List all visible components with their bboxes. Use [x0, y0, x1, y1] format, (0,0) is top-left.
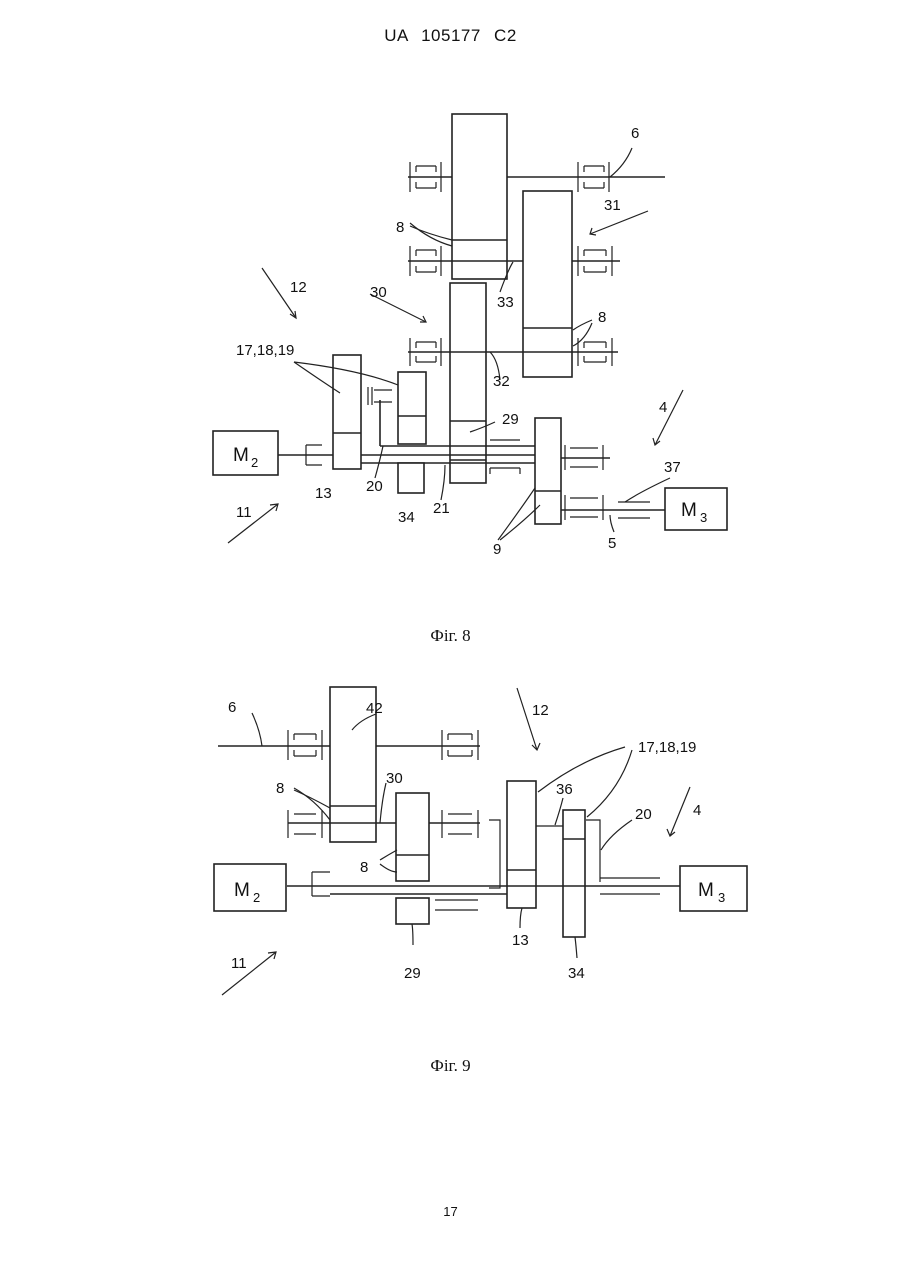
- fig8-label-8b: 8: [598, 309, 606, 326]
- fig8-label-13: 13: [315, 485, 332, 502]
- fig9-label-4: 4: [693, 802, 701, 819]
- svg-text:2: 2: [253, 890, 260, 905]
- fig8-label-30: 30: [370, 284, 387, 301]
- svg-text:M: M: [698, 880, 714, 901]
- fig8-label-29: 29: [502, 411, 519, 428]
- fig9-label-30: 30: [386, 770, 403, 787]
- svg-text:M: M: [234, 880, 250, 901]
- fig8-label-31: 31: [604, 197, 621, 214]
- fig9-label-17-18-19: 17,18,19: [638, 739, 696, 756]
- fig8-label-5: 5: [608, 535, 616, 552]
- figure-9: 6 42 12 17,18,19 30 8 36 20 4 8 11 29 13…: [0, 660, 901, 1040]
- svg-text:3: 3: [718, 890, 725, 905]
- fig8-label-33: 33: [497, 294, 514, 311]
- fig8-label-17-18-19: 17,18,19: [236, 342, 294, 359]
- svg-text:M: M: [681, 500, 697, 521]
- page-number: 17: [0, 1204, 901, 1219]
- fig9-label-42: 42: [366, 700, 383, 717]
- fig9-label-12: 12: [532, 702, 549, 719]
- figure-9-drawing: 6 42 12 17,18,19 30 8 36 20 4 8 11 29 13…: [0, 660, 901, 1040]
- figure-8-caption: Фіг. 8: [0, 626, 901, 646]
- fig9-label-11: 11: [231, 955, 247, 972]
- fig8-label-20: 20: [366, 478, 383, 495]
- fig8-label-6: 6: [631, 125, 639, 142]
- fig9-label-8a: 8: [276, 780, 284, 797]
- fig8-label-11: 11: [236, 504, 252, 521]
- fig9-label-29: 29: [404, 965, 421, 982]
- fig9-label-34: 34: [568, 965, 585, 982]
- fig8-label-4: 4: [659, 399, 667, 416]
- figure-8-drawing: 6 31 8 30 33 12 8 17,18,19 32 4 29 37 20…: [0, 0, 901, 620]
- fig9-label-36: 36: [556, 781, 573, 798]
- fig8-label-32: 32: [493, 373, 510, 390]
- fig9-label-6: 6: [228, 699, 236, 716]
- fig8-label-37: 37: [664, 459, 681, 476]
- fig8-label-21: 21: [433, 500, 450, 517]
- svg-text:3: 3: [700, 510, 707, 525]
- fig9-label-13: 13: [512, 932, 529, 949]
- fig9-label-8b: 8: [360, 859, 368, 876]
- svg-text:M: M: [233, 445, 249, 466]
- figure-9-caption: Фіг. 9: [0, 1056, 901, 1076]
- fig8-label-8a: 8: [396, 219, 404, 236]
- figure-8: 6 31 8 30 33 12 8 17,18,19 32 4 29 37 20…: [0, 0, 901, 620]
- fig8-label-12: 12: [290, 279, 307, 296]
- svg-text:2: 2: [251, 455, 258, 470]
- fig8-label-34: 34: [398, 509, 415, 526]
- fig8-label-9: 9: [493, 541, 501, 558]
- fig9-label-20: 20: [635, 806, 652, 823]
